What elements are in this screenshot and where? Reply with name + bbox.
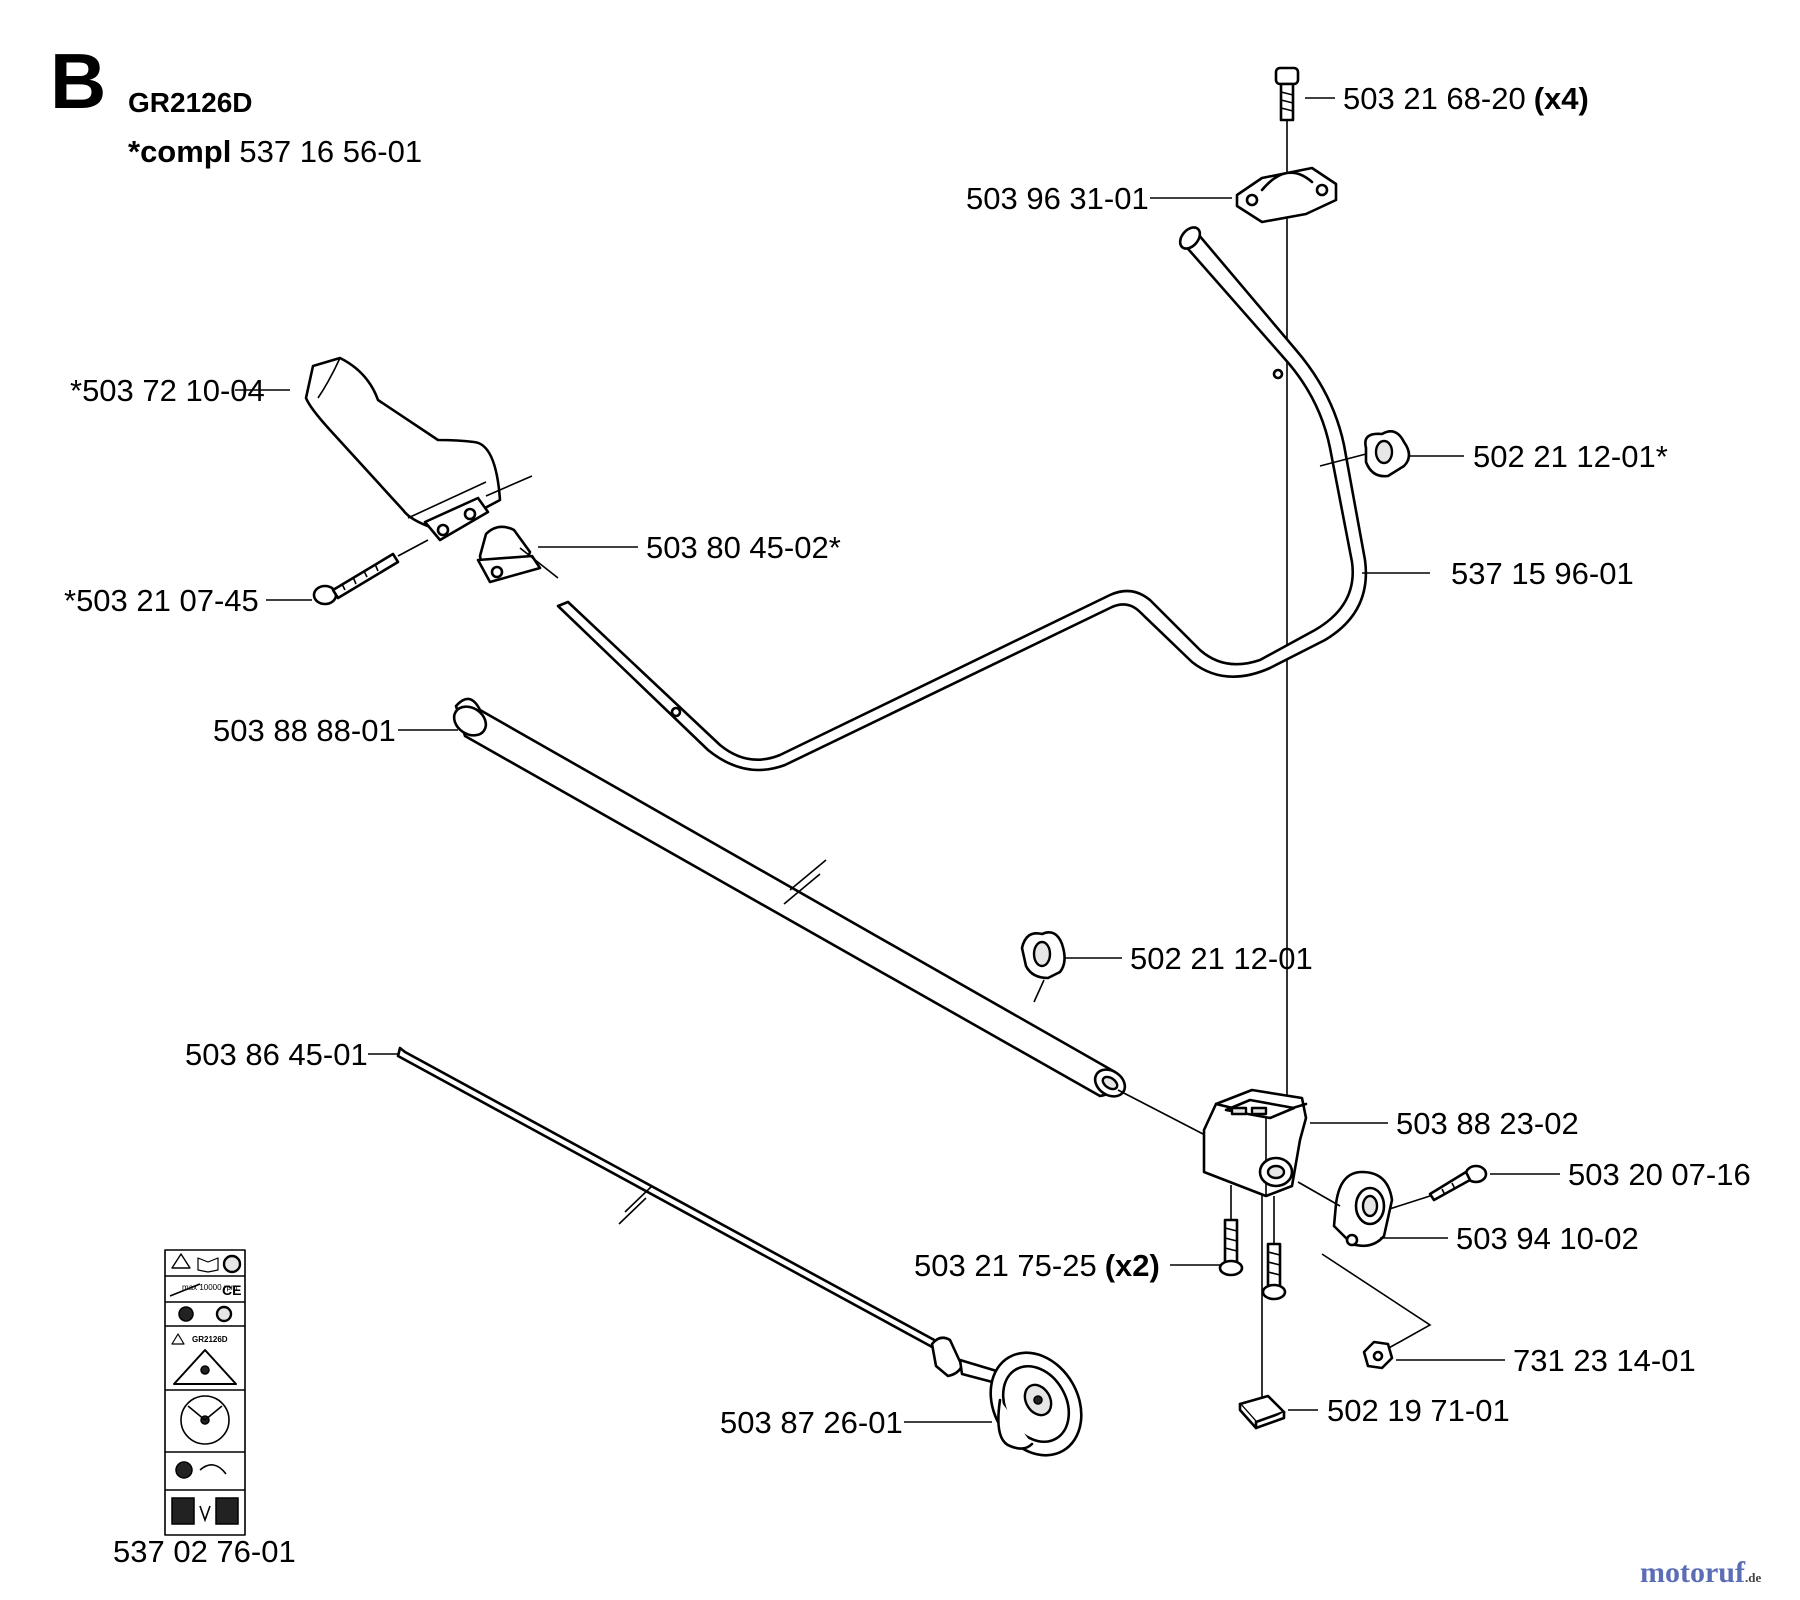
label-503721004: *503 72 10-04 (70, 373, 265, 408)
shaft-tube (452, 697, 1127, 1098)
grip-nut (476, 525, 542, 584)
clamp-screw-side (1428, 1164, 1488, 1202)
helmet-icon (222, 1254, 242, 1274)
square-nut (1238, 1394, 1286, 1430)
drive-shaft (396, 1046, 940, 1350)
clamp-screw-lower-left (1218, 1218, 1244, 1277)
watermark-logo: motoruf.de (1640, 1556, 1761, 1589)
label-503963101: 503 96 31-01 (966, 181, 1149, 216)
handle-grip (304, 356, 502, 542)
compl-number: 537 16 56-01 (239, 134, 422, 169)
compl-prefix: *compl (128, 134, 231, 169)
nut-axis-line (519, 547, 559, 579)
screw-top (1274, 66, 1300, 122)
manual-book-icon (197, 1257, 219, 1273)
clamp-screw-lower-right (1261, 1242, 1287, 1301)
label-503804502: 503 80 45-02* (646, 530, 841, 565)
label-503216820: 503 21 68-20(x4) (1343, 81, 1589, 116)
knob-upper (1364, 430, 1411, 478)
rpm-text: max 10000 rpm (182, 1283, 238, 1292)
screw-axis-line (397, 539, 429, 557)
warning-triangle-icon (171, 1253, 191, 1269)
handlebar-end (1178, 226, 1202, 250)
label-503217525: 503 21 75-25(x2) (914, 1248, 1160, 1283)
shaft-axis-line (1117, 1089, 1206, 1136)
drive-coupling (930, 1336, 1083, 1457)
warning-decal: max 10000 rpm CE GR2126D (164, 1249, 246, 1536)
grip-axis-line (485, 475, 533, 497)
knob-lower (1020, 931, 1066, 980)
label-502211201s: 502 21 12-01* (1473, 439, 1668, 474)
decal-model: GR2126D (192, 1335, 228, 1344)
nut-axis-polyline (1321, 1253, 1432, 1355)
label-503872601: 503 87 26-01 (720, 1405, 903, 1440)
grip-screw (312, 552, 400, 606)
label-503882302: 503 88 23-02 (1396, 1106, 1579, 1141)
boots-icon (215, 1305, 233, 1323)
label-731231401: 731 23 14-01 (1513, 1343, 1696, 1378)
ce-mark: CE (222, 1282, 241, 1298)
hearing-protection-icon (171, 1497, 195, 1525)
label-503941002: 503 94 10-02 (1456, 1221, 1639, 1256)
gloves-icon (178, 1306, 194, 1322)
eye-protection-icon (215, 1497, 239, 1525)
housing-clamp-axis (1297, 1181, 1341, 1207)
knob-axis-line (1033, 979, 1045, 1003)
label-502211201: 502 21 12-01 (1130, 941, 1313, 976)
label-503864501: 503 86 45-01 (185, 1037, 368, 1072)
label-537027601: 537 02 76-01 (113, 1534, 296, 1569)
label-503210745: *503 21 07-45 (64, 583, 259, 618)
handle-clamp (1235, 166, 1338, 224)
hex-nut (1362, 1340, 1394, 1370)
section-letter: B (50, 37, 106, 125)
label-503200716: 503 20 07-16 (1568, 1157, 1751, 1192)
clamp-housing (1202, 1088, 1308, 1198)
clamp-part (1332, 1170, 1394, 1248)
handlebar-hole-2 (670, 706, 682, 718)
label-503888801: 503 88 88-01 (213, 713, 396, 748)
label-502197101: 502 19 71-01 (1327, 1393, 1510, 1428)
handlebar-tube (556, 232, 1368, 772)
operator-icon (175, 1461, 193, 1479)
label-537159601: 537 15 96-01 (1451, 556, 1634, 591)
leader-502211201s-bar (1319, 453, 1367, 467)
handlebar-hole (1272, 368, 1284, 380)
model-number: GR2126D (128, 87, 253, 118)
